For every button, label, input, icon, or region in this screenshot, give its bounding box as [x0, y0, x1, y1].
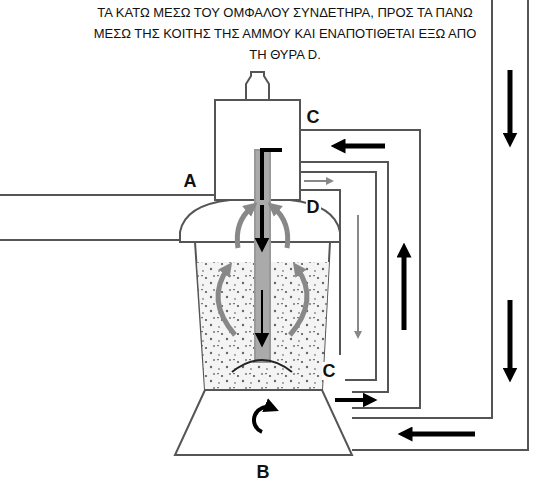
port-label: B: [256, 463, 271, 481]
flow-arrows: [254, 70, 510, 434]
port-label: D: [306, 198, 321, 216]
port-label: C: [306, 108, 321, 126]
port-label: A: [183, 172, 198, 190]
water-path-arrows: [218, 181, 358, 335]
note-text: ΤΑ ΚΑΤΩ ΜΕΣΩ ΤΟΥ ΟΜΦΑΛΟΥ ΣΥΝΔΕΤΗΡΑ, ΠΡΟΣ…: [92, 2, 478, 65]
pipes: [0, 0, 528, 450]
filter-body: [175, 72, 352, 455]
port-label: C: [322, 362, 337, 380]
